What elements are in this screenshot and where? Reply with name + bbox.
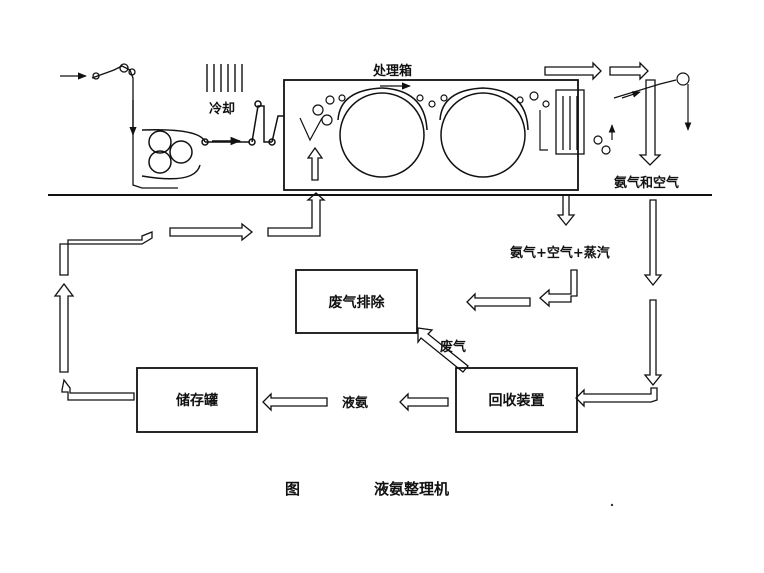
treatment-guide-rollers [299,91,550,151]
storage-tank-box [136,367,258,433]
cooling-label: 冷却 [209,102,236,117]
exhaust-removal-label: 废气排除 [328,295,385,311]
ammonia-air-steam-label: 氨气+空气+蒸汽 [510,246,610,261]
cooling-fan-icon [206,64,243,92]
exhaust-label: 废气 [440,340,467,355]
outlet-rollers [593,72,692,155]
exhaust-removal-box [295,269,418,334]
storage-tank-label: 储存罐 [176,393,218,409]
treatment-drum-2 [439,87,529,178]
treatment-drum-1 [337,87,428,178]
figure-label: 图 [285,480,301,498]
inlet-arrow-up [306,146,324,181]
treatment-box-label: 处理箱 [373,64,413,79]
liquid-ammonia-label: 液氨 [342,396,369,411]
fabric-feed [60,63,178,189]
recovery-device-label: 回收装置 [488,393,545,409]
ammonia-air-label: 氨气和空气 [614,176,680,191]
flow-arrows [53,61,663,412]
cooling-rollers [141,100,284,180]
figure-title: 液氨整理机 [374,480,450,498]
recovery-device-box [455,367,578,433]
washing-unit [555,89,585,155]
treatment-box [283,79,579,191]
